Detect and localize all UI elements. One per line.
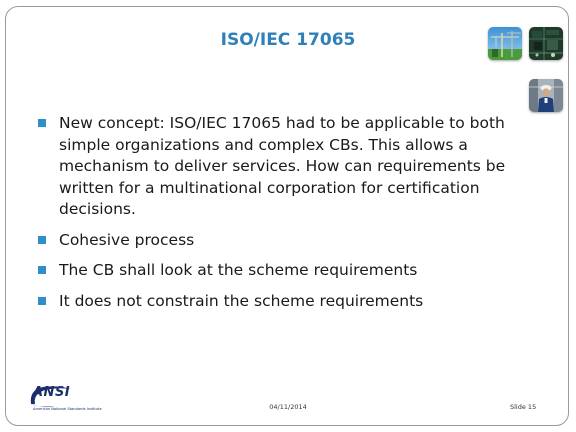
- bullet-item: The CB shall look at the scheme requirem…: [38, 260, 538, 282]
- square-bullet-icon: [38, 119, 46, 127]
- bullet-item: Cohesive process: [38, 230, 538, 252]
- square-bullet-icon: [38, 235, 46, 244]
- worker-in-hard-hat-photo: [529, 79, 563, 112]
- bullet-text: The CB shall look at the scheme requirem…: [59, 261, 418, 279]
- ansi-swoosh-icon: [30, 386, 71, 408]
- square-bullet-icon: [38, 296, 46, 305]
- bullet-list: New concept: ISO/IEC 17065 had to be app…: [38, 113, 538, 321]
- bullet-item: It does not constrain the scheme require…: [38, 291, 538, 313]
- bullet-item: New concept: ISO/IEC 17065 had to be app…: [38, 113, 538, 221]
- ansi-logo: ANSI American National Standards Institu…: [27, 384, 109, 418]
- slide-title: ISO/IEC 17065: [220, 30, 356, 50]
- slide-frame: [5, 6, 569, 426]
- bullet-text: Cohesive process: [59, 230, 195, 249]
- construction-crane-photo: [488, 27, 522, 60]
- footer-date: 04/11/2014: [269, 403, 307, 411]
- square-bullet-icon: [38, 266, 46, 274]
- logo-wordmark: ANSI: [33, 385, 71, 400]
- slide-number: Slide 15: [510, 403, 537, 411]
- logo-subtitle: American National Standards Institute: [33, 407, 102, 411]
- bullet-text: It does not constrain the scheme require…: [59, 291, 424, 310]
- bullet-text: New concept: ISO/IEC 17065 had to be app…: [59, 114, 506, 218]
- circuit-board-photo: [529, 27, 563, 60]
